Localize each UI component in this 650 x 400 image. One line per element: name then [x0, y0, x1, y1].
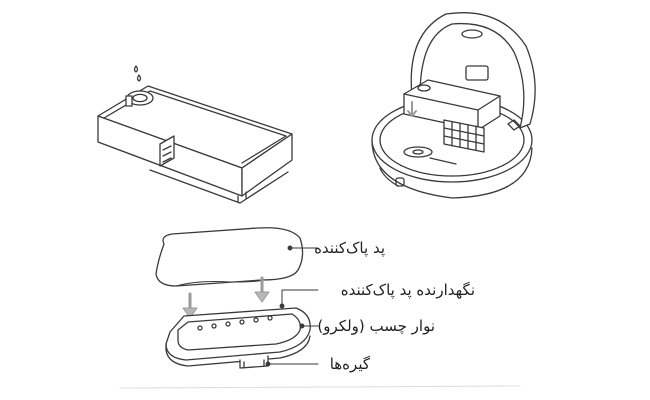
water-drop-icon: [136, 74, 142, 82]
water-drop-icon: [133, 65, 139, 73]
filter-grid: [443, 119, 485, 153]
cleaning-pad-illustration: [155, 227, 304, 287]
label-velcro-strip: نوار چسب (ولکرو): [317, 317, 435, 335]
label-cleaning-pad: پد پاک‌کننده: [314, 239, 385, 257]
down-arrow-icon: [182, 292, 198, 319]
label-clips: گیره‌ها: [329, 355, 370, 373]
pad-holder-illustration: [165, 307, 311, 369]
label-pad-holder: نگهدارنده پد پاک‌کننده: [340, 281, 475, 299]
velcro-dots: [197, 315, 273, 331]
robot-vacuum-illustration: [371, 12, 536, 199]
down-arrow-icon: [254, 276, 270, 303]
water-tank-illustration: [97, 65, 293, 204]
